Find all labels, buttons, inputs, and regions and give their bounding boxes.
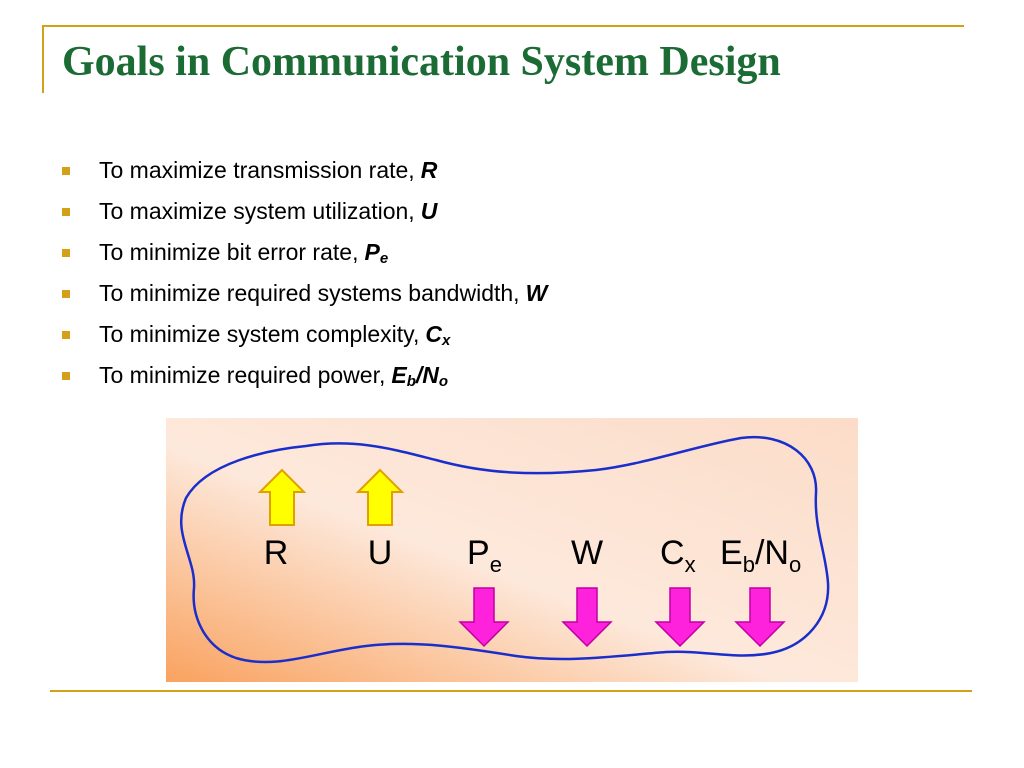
goal-symbol: U bbox=[420, 198, 438, 224]
down-arrow-pe-icon bbox=[458, 587, 510, 648]
label-pe: Pe bbox=[467, 534, 502, 577]
bullet-square-icon bbox=[62, 248, 70, 257]
bullet-square-icon bbox=[62, 166, 70, 175]
goal-item-rate: To maximize transmission rate, R bbox=[62, 150, 862, 191]
up-arrow-u-icon bbox=[355, 468, 405, 526]
blob-outline bbox=[180, 435, 830, 664]
goal-text: To minimize bit error rate, bbox=[99, 239, 359, 265]
label-eb-no: Eb/No bbox=[720, 534, 801, 577]
goal-symbol: Pe bbox=[364, 238, 389, 267]
goal-symbol: R bbox=[420, 157, 438, 183]
bullet-square-icon bbox=[62, 207, 70, 216]
goal-item-utilization: To maximize system utilization, U bbox=[62, 191, 862, 232]
footer-rule bbox=[50, 690, 972, 692]
goal-text: To maximize system utilization, bbox=[99, 198, 415, 224]
goal-item-power: To minimize required power, Eb/No bbox=[62, 355, 862, 396]
goal-text: To minimize required systems bandwidth, bbox=[99, 280, 520, 306]
goal-item-bandwidth: To minimize required systems bandwidth, … bbox=[62, 273, 862, 314]
label-u: U bbox=[368, 534, 393, 572]
goal-text: To maximize transmission rate, bbox=[99, 157, 415, 183]
title-frame-left bbox=[42, 25, 44, 93]
bullet-square-icon bbox=[62, 371, 70, 380]
down-arrow-eb-no-icon bbox=[734, 587, 786, 648]
goal-list: To maximize transmission rate, R To maxi… bbox=[62, 150, 862, 396]
goal-item-complexity: To minimize system complexity, Cx bbox=[62, 314, 862, 355]
goal-text: To minimize system complexity, bbox=[99, 321, 420, 347]
goals-diagram: R U Pe W Cx Eb/No bbox=[166, 418, 858, 682]
diagram-background bbox=[166, 418, 858, 682]
label-w: W bbox=[571, 534, 603, 572]
slide-title: Goals in Communication System Design bbox=[62, 39, 781, 85]
goal-symbol: Eb/No bbox=[391, 361, 449, 390]
label-r: R bbox=[264, 534, 289, 572]
goal-item-error-rate: To minimize bit error rate, Pe bbox=[62, 232, 862, 273]
label-cx: Cx bbox=[660, 534, 696, 577]
bullet-square-icon bbox=[62, 289, 70, 298]
title-frame-top bbox=[42, 25, 964, 27]
goal-symbol: W bbox=[525, 280, 548, 306]
down-arrow-w-icon bbox=[561, 587, 613, 648]
goal-symbol: Cx bbox=[425, 320, 451, 349]
down-arrow-cx-icon bbox=[654, 587, 706, 648]
up-arrow-r-icon bbox=[257, 468, 307, 526]
goal-text: To minimize required power, bbox=[99, 362, 386, 388]
bullet-square-icon bbox=[62, 330, 70, 339]
